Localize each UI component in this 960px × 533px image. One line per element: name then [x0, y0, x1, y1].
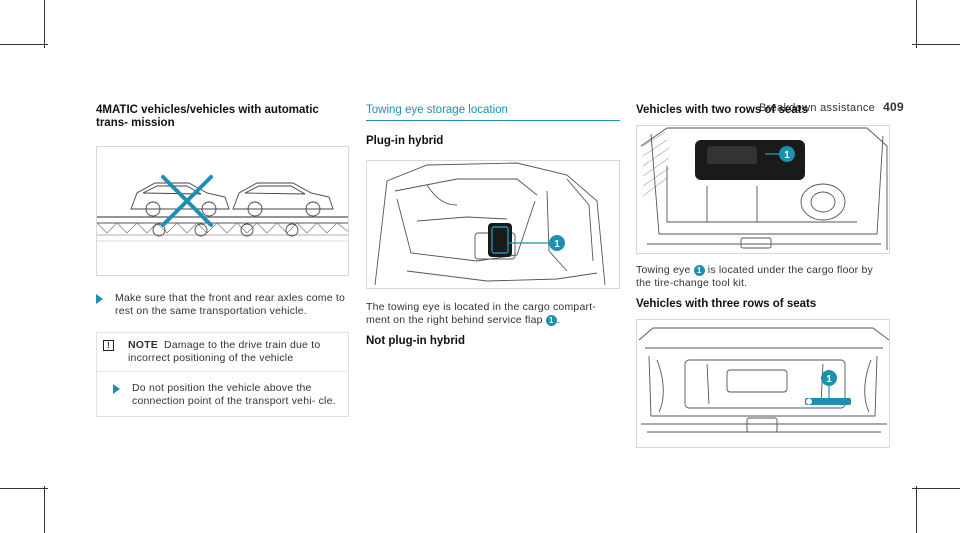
heading-rule	[366, 120, 620, 121]
crop-mark	[44, 0, 45, 48]
towing-eye-label: Towing eye	[636, 264, 691, 276]
three-rows-cargo-figure: 1	[636, 319, 890, 448]
transport-figure	[96, 146, 349, 276]
crop-mark	[0, 488, 48, 489]
callout-1: 1	[554, 239, 560, 250]
towing-eye-description: The towing eye is located in the cargo c…	[366, 301, 620, 327]
crop-mark	[916, 486, 917, 533]
note-bullet-text: Do not position the vehicle above the co…	[132, 382, 336, 407]
towing-eye-text: The towing eye is located in the cargo c…	[366, 301, 597, 326]
callout-1: 1	[826, 374, 832, 385]
cargo-compartment-figure: 1	[366, 160, 620, 289]
subheading-three-rows: Vehicles with three rows of seats	[636, 298, 817, 310]
two-rows-cargo-illustration: 1	[640, 127, 888, 250]
crop-mark	[0, 44, 48, 45]
column-4matic: 4MATIC vehicles/vehicles with automatic …	[96, 104, 349, 417]
section-title: Breakdown assistance	[759, 102, 876, 114]
column-seat-rows: Vehicles with two rows of seats 1	[636, 104, 890, 448]
page-header: Breakdown assistance 409	[759, 100, 904, 114]
crop-mark	[912, 44, 960, 45]
text-end: .	[556, 314, 560, 326]
subheading-two-rows: Vehicles with two rows of seats	[636, 104, 808, 116]
two-rows-description: Towing eye 1 is located under the cargo …	[636, 264, 876, 290]
crop-mark	[912, 488, 960, 489]
page-number: 409	[883, 100, 904, 114]
bullet-arrow-icon	[113, 384, 120, 394]
callout-1-icon: 1	[693, 264, 705, 276]
cargo-compartment-illustration: 1	[374, 162, 606, 286]
two-rows-cargo-figure: 1	[636, 125, 890, 254]
three-rows-cargo-illustration: 1	[638, 327, 889, 433]
transport-vehicle-illustration	[97, 175, 348, 242]
bullet-arrow-icon	[96, 294, 103, 304]
subheading-not-plug-in-hybrid: Not plug-in hybrid	[366, 335, 466, 347]
note-label: NOTE	[128, 339, 158, 351]
subheading-plug-in-hybrid: Plug-in hybrid	[366, 135, 444, 147]
instruction-text: Make sure that the front and rear axles …	[115, 292, 346, 317]
column-towing-eye: Towing eye storage location Plug-in hybr…	[366, 104, 620, 348]
callout-1: 1	[784, 150, 790, 161]
note-bullet: Do not position the vehicle above the co…	[113, 382, 342, 408]
section-heading-4matic: 4MATIC vehicles/vehicles with automatic …	[96, 104, 319, 129]
crop-mark	[916, 0, 917, 48]
note-text: Damage to the drive train due to incorre…	[128, 339, 321, 364]
callout-1-icon: 1	[545, 314, 557, 326]
two-rows-text: is located under the cargo floor by the …	[636, 264, 873, 289]
instruction-bullet: Make sure that the front and rear axles …	[96, 292, 349, 318]
crop-mark	[44, 486, 45, 533]
section-heading-towing-eye: Towing eye storage location	[366, 104, 508, 116]
warning-icon: !	[103, 340, 114, 351]
